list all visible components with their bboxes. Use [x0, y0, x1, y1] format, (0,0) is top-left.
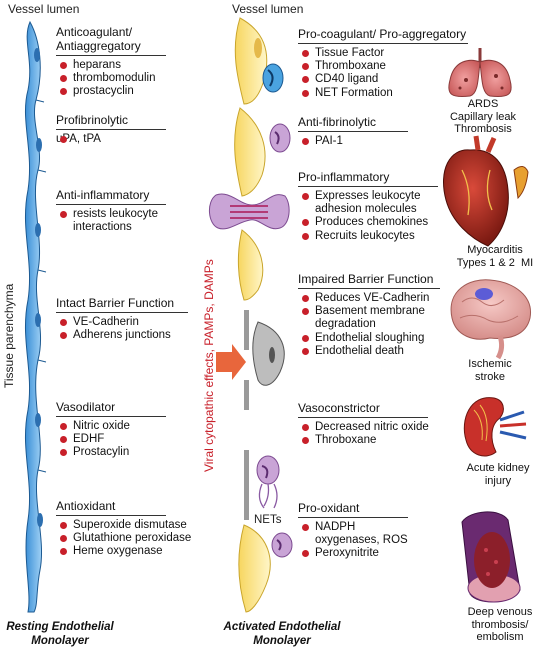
list-item: Nitric oxide — [56, 420, 166, 433]
list-item: Adherens junctions — [56, 329, 188, 342]
tissue-parenchyma-label: Tissue parenchyma — [2, 283, 16, 388]
list-item: Endothelial death — [298, 345, 440, 358]
activated-endothelial-monolayer — [234, 17, 285, 613]
leukocytes — [209, 123, 293, 558]
resting-footer: Resting Endothelial Monolayer — [6, 621, 114, 647]
heart-caption: Myocarditis Types 1 & 2 MI — [456, 244, 534, 269]
vessel-lumen-left: Vessel lumen — [8, 2, 80, 16]
list-item: heparans — [56, 59, 166, 72]
activated-section-antifibrinolytic: Anti-fibrinolytic PAI-1 — [298, 113, 408, 148]
list-item: EDHF — [56, 433, 166, 446]
section-header: Profibrinolytic — [56, 113, 166, 130]
list-item: Prostacylin — [56, 446, 166, 459]
section-header: Vasodilator — [56, 400, 166, 417]
kidney-caption: Acute kidney injury — [466, 462, 530, 487]
list-item: prostacyclin — [56, 85, 166, 98]
activated-footer: Activated Endothelial Monolayer — [223, 621, 341, 647]
activated-section-procoagulant: Pro-coagulant/ Pro-aggregatory Tissue Fa… — [298, 25, 468, 100]
activated-section-vasoconstrictor: Vasoconstrictor Decreased nitric oxide T… — [298, 399, 429, 447]
resting-section-antioxidant: Antioxidant Superoxide dismutase Glutath… — [56, 497, 191, 559]
list-item: Glutathione peroxidase — [56, 532, 191, 545]
brain-caption: Ischemic stroke — [468, 358, 512, 383]
list-item: thrombomodulin — [56, 72, 166, 85]
section-header: Pro-inflammatory — [298, 170, 438, 187]
heart-image — [442, 135, 529, 247]
resting-section-profibrinolytic: Profibrinolytic uPA, tPA — [56, 111, 166, 146]
section-header: Anti-fibrinolytic — [298, 115, 408, 132]
list-item: PAI-1 — [298, 135, 408, 148]
list-item: uPA, tPA — [56, 133, 166, 146]
list-item: Superoxide dismutase — [56, 519, 191, 532]
list-item: NET Formation — [298, 87, 468, 100]
resting-section-barrier: Intact Barrier Function VE-Cadherin Adhe… — [56, 294, 188, 342]
section-header: Impaired Barrier Function — [298, 272, 440, 289]
list-item: Recruits leukocytes — [298, 230, 438, 243]
nets-label: NETs — [254, 514, 282, 526]
section-header: Intact Barrier Function — [56, 296, 188, 313]
resting-endothelial-monolayer — [25, 20, 47, 613]
resting-section-anticoagulant: Anticoagulant/ Antiaggregatory heparans … — [56, 25, 166, 99]
list-item: Decreased nitric oxide — [298, 421, 429, 434]
section-header: Anticoagulant/ Antiaggregatory — [56, 25, 166, 56]
list-item: Throboxane — [298, 434, 429, 447]
section-header: Vasoconstrictor — [298, 401, 428, 418]
brain-image — [450, 279, 531, 360]
list-item: Reduces VE-Cadherin — [298, 292, 440, 305]
kidney-image — [463, 397, 527, 457]
activated-section-barrier: Impaired Barrier Function Reduces VE-Cad… — [298, 270, 440, 358]
viral-effects-label: Viral cytopathic effects, PAMPs, DAMPs — [202, 259, 216, 472]
list-item: Thromboxane — [298, 60, 468, 73]
list-item: Heme oxygenase — [56, 545, 191, 558]
vein-caption: Deep venous thrombosis/ embolism — [467, 606, 533, 643]
section-header: Antioxidant — [56, 499, 166, 516]
lungs-caption: ARDS Capillary leak Thrombosis — [449, 98, 517, 135]
section-header: Pro-coagulant/ Pro-aggregatory — [298, 27, 468, 44]
vein-image — [461, 511, 521, 603]
transition-arrow — [216, 344, 246, 380]
list-item: Peroxynitrite — [298, 547, 408, 560]
section-header: Pro-oxidant — [298, 501, 408, 518]
section-header: Anti-inflammatory — [56, 188, 166, 205]
list-item: Endothelial sloughing — [298, 332, 440, 345]
vessel-lumen-right: Vessel lumen — [232, 2, 304, 16]
lungs-image — [448, 48, 512, 98]
list-item: Tissue Factor — [298, 47, 468, 60]
list-item: VE-Cadherin — [56, 316, 188, 329]
list-item: CD40 ligand — [298, 73, 468, 86]
resting-section-vasodilator: Vasodilator Nitric oxide EDHF Prostacyli… — [56, 398, 166, 460]
list-item: Produces chemokines — [298, 216, 438, 229]
